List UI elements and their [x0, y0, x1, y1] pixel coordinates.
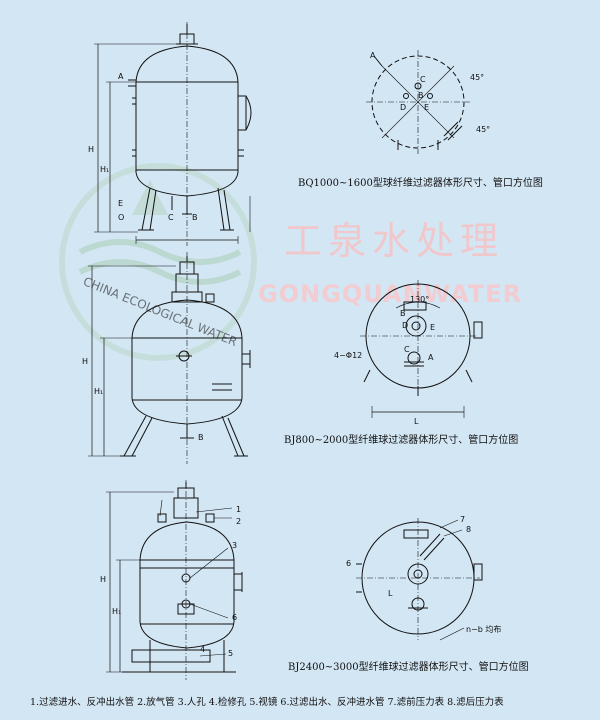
figure-1-elevation [94, 22, 252, 246]
figure-3-plan-labels: 7 8 6 L n−b 均布 [346, 515, 501, 634]
figure-3-elevation-labels: H H₁ 1 2 3 4 5 6 [100, 505, 241, 658]
f1-plan-c: C [420, 75, 426, 84]
f2-plan-a: A [428, 353, 434, 362]
f3-callout-5: 5 [228, 649, 233, 658]
figure-3-caption: BJ2400~3000型纤维球过滤器体形尺寸、管口方位图 [288, 660, 529, 673]
f1-plan-d: D [400, 103, 406, 112]
figure-1-elevation-labels: A H H₁ E O C B [88, 72, 198, 222]
f1-label-b: B [192, 213, 198, 222]
legend: 1.过滤进水、反冲出水管 2.放气管 3.人孔 4.检修孔 5.视镜 6.过滤出… [30, 697, 504, 708]
f2-label-h1: H₁ [94, 387, 103, 396]
figure-1-plan [366, 50, 470, 154]
figure-3-elevation [106, 480, 243, 680]
f2-plan-c: C [404, 345, 410, 354]
f1-plan-b: B [418, 91, 424, 100]
f3-plan-8: 8 [466, 525, 471, 534]
figure-2-elevation [88, 252, 251, 464]
f2-label-h: H [82, 357, 88, 366]
figure-2-plan-labels: 130° B D E C A 4−Φ12 L [334, 295, 435, 426]
f1-label-o: O [118, 213, 124, 222]
f1-label-c: C [168, 213, 174, 222]
f3-plan-l: L [388, 589, 393, 598]
f1-plan-e: E [424, 103, 429, 112]
f3-label-h1: H₁ [112, 607, 121, 616]
f1-label-a: A [118, 72, 124, 81]
f1-label-h: H [88, 145, 94, 154]
f1-label-e: E [118, 199, 123, 208]
f2-plan-dimension: L [414, 417, 419, 426]
figure-2-caption: BJ800~2000型纤维球过滤器体形尺寸、管口方位图 [284, 433, 518, 446]
f1-plan-a: A [370, 51, 376, 60]
f1-label-h1: H₁ [100, 165, 109, 174]
f3-callout-1: 1 [236, 505, 241, 514]
f3-callout-3: 3 [232, 541, 237, 550]
f2-plan-e: E [430, 323, 435, 332]
figure-1-caption: BQ1000~1600型球纤维过滤器体形尺寸、管口方位图 [298, 176, 543, 189]
f2-plan-bolt: 4−Φ12 [334, 351, 362, 360]
watermark-english: GONGQUANWATER [258, 280, 522, 308]
f3-callout-6: 6 [232, 613, 237, 622]
f3-plan-bolt-note: n−b 均布 [466, 624, 501, 634]
f3-callout-4: 4 [200, 645, 205, 654]
f2-plan-b: B [400, 309, 406, 318]
figure-2-elevation-labels: H H₁ B [82, 357, 204, 442]
watermark-chinese: 工泉水处理 [284, 219, 504, 263]
figure-1-plan-labels: A C B D E 45° 45° [370, 51, 490, 134]
figure-3-plan [356, 518, 483, 641]
f3-label-h: H [100, 575, 106, 584]
f1-plan-angle-1: 45° [470, 73, 484, 82]
f1-plan-angle-2: 45° [476, 125, 490, 134]
figure-2-plan [360, 280, 483, 418]
f3-callout-2: 2 [236, 517, 241, 526]
f2-plan-d: D [402, 321, 408, 330]
f3-plan-6: 6 [346, 559, 351, 568]
f2-label-b: B [198, 433, 204, 442]
f2-plan-angle: 130° [410, 295, 429, 304]
f3-plan-7: 7 [460, 515, 465, 524]
